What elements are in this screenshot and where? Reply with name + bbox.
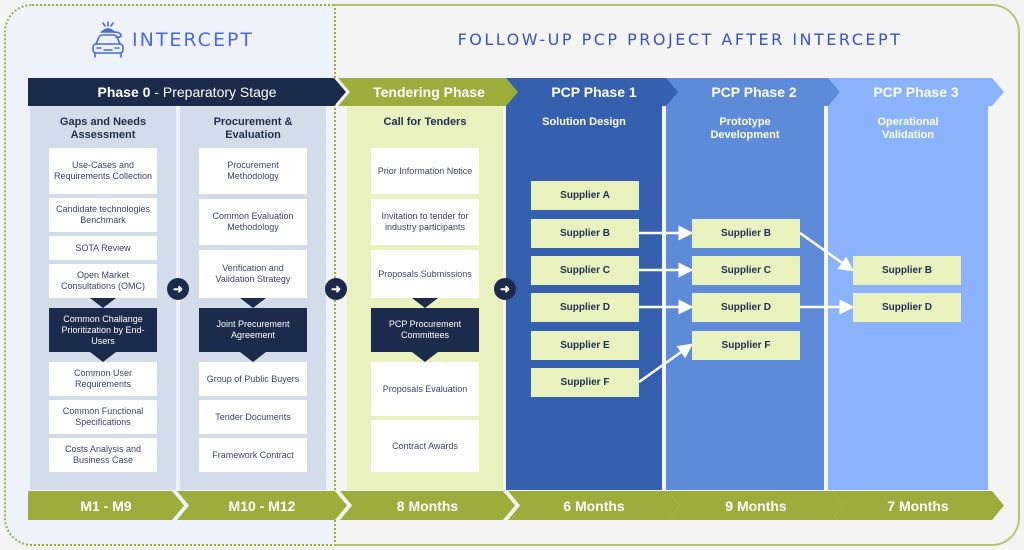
solution-design-title: Solution Design [542, 116, 626, 128]
duration-phase2: 9 Months [668, 491, 844, 520]
item-contract-awards: Contract Awards [371, 420, 479, 472]
duration-tendering: 8 Months [340, 491, 515, 520]
item-procurement-methodology: Procurement Methodology [199, 148, 307, 194]
phase-0-rest: - Preparatory Stage [150, 84, 277, 100]
item-public-buyers: Group of Public Buyers [199, 362, 307, 396]
phase1-supplier-c: Supplier C [531, 256, 639, 285]
duration-label: M1 - M9 [80, 497, 132, 514]
duration-phase3: 7 Months [832, 491, 1004, 520]
tendering-phase-header: Tendering Phase [338, 78, 520, 106]
gaps-needs-column: Gaps and Needs Assessment Use-Cases and … [30, 106, 176, 490]
duration-label: 7 Months [887, 497, 949, 514]
duration-label: M10 - M12 [228, 497, 296, 514]
duration-m10-m12: M10 - M12 [177, 491, 347, 520]
phase1-supplier-e: Supplier E [531, 331, 639, 360]
flow-down-arrow [412, 352, 438, 362]
gaps-needs-title: Gaps and Needs Assessment [59, 116, 147, 141]
flow-down-arrow [240, 298, 266, 308]
phase2-supplier-b: Supplier B [692, 219, 800, 248]
item-functional-specs: Common Functional Specifications [49, 400, 157, 434]
duration-phase1: 6 Months [508, 491, 680, 520]
item-invitation: Invitation to tender for industry partic… [371, 199, 479, 245]
duration-label: 6 Months [563, 497, 625, 514]
phase2-supplier-d: Supplier D [692, 293, 800, 322]
next-arrow-icon: ➜ [494, 278, 516, 300]
tendering-phase-label: Tendering Phase [373, 84, 485, 100]
phase3-supplier-d: Supplier D [853, 293, 961, 322]
item-proposals-submissions: Proposals Submissions [371, 250, 479, 298]
pcp-phase-2-label: PCP Phase 2 [711, 84, 797, 100]
item-common-evaluation: Common Evaluation Methodology [199, 199, 307, 245]
item-joint-agreement: Joint Precurement Agreement [199, 308, 307, 352]
flow-down-arrow [90, 352, 116, 362]
pcp-phase-3-header: PCP Phase 3 [828, 78, 1004, 106]
next-arrow-icon: ➜ [167, 278, 189, 300]
procurement-evaluation-column: Procurement & Evaluation Procurement Met… [180, 106, 326, 490]
item-sota-review: SOTA Review [49, 236, 157, 260]
prototype-development-title: Prototype Development [710, 116, 780, 141]
item-verification-validation: Verification and Validation Strategy [199, 250, 307, 298]
item-pcp-committees: PCP Procurement Committees [371, 308, 479, 352]
duration-m1-m9: M1 - M9 [28, 491, 184, 520]
logo-text: INTERCEPT [132, 29, 255, 51]
item-common-challenge: Common Challange Prioritization by End-U… [49, 308, 157, 352]
follow-up-title: FOLLOW-UP PCP PROJECT AFTER INTERCEPT [457, 30, 903, 49]
call-for-tenders-title: Call for Tenders [383, 116, 467, 128]
item-framework-contract: Framework Contract [199, 438, 307, 472]
phase1-supplier-d: Supplier D [531, 293, 639, 322]
phase-0-bold: Phase 0 [97, 84, 151, 100]
flow-down-arrow [90, 298, 116, 308]
phase1-supplier-f: Supplier F [531, 368, 639, 397]
pcp-phase-1-label: PCP Phase 1 [551, 84, 637, 100]
procurement-evaluation-title: Procurement & Evaluation [213, 116, 293, 141]
item-costs-analysis: Costs Analysis and Business Case [49, 438, 157, 472]
pcp-phase-1-header: PCP Phase 1 [506, 78, 682, 106]
item-candidate-tech: Candidate technologies Benchmark [49, 198, 157, 232]
phase2-supplier-f: Supplier F [692, 331, 800, 360]
duration-label: 8 Months [396, 497, 459, 514]
pcp-phase-2-header: PCP Phase 2 [666, 78, 842, 106]
pcp-phase-3-label: PCP Phase 3 [873, 84, 959, 100]
flow-down-arrow [412, 298, 438, 308]
item-proposals-evaluation: Proposals Evaluation [371, 362, 479, 416]
phase2-supplier-c: Supplier C [692, 256, 800, 285]
duration-label: 9 Months [725, 497, 787, 514]
item-omc: Open Market Consultations (OMC) [49, 264, 157, 298]
item-prior-info: Prior Information Notice [371, 148, 479, 194]
arrow-f-to-f [638, 343, 694, 384]
call-for-tenders-column: Call for Tenders Prior Information Notic… [347, 106, 503, 490]
intercept-logo: INTERCEPT [88, 20, 288, 60]
item-use-cases: Use-Cases and Requirements Collection [49, 148, 157, 194]
car-siren-icon [92, 21, 124, 58]
operational-validation-title: Operational Validation [877, 116, 939, 141]
arrow-b-to-phase3 [799, 231, 855, 272]
item-tender-documents: Tender Documents [199, 400, 307, 434]
phase-0-header: Phase 0 - Preparatory Stage [28, 78, 346, 106]
item-common-user-req: Common User Requirements [49, 362, 157, 396]
phase1-supplier-a: Supplier A [531, 181, 639, 210]
phase3-supplier-b: Supplier B [853, 256, 961, 285]
next-arrow-icon: ➜ [325, 278, 347, 300]
phase1-supplier-b: Supplier B [531, 219, 639, 248]
flow-down-arrow [240, 352, 266, 362]
